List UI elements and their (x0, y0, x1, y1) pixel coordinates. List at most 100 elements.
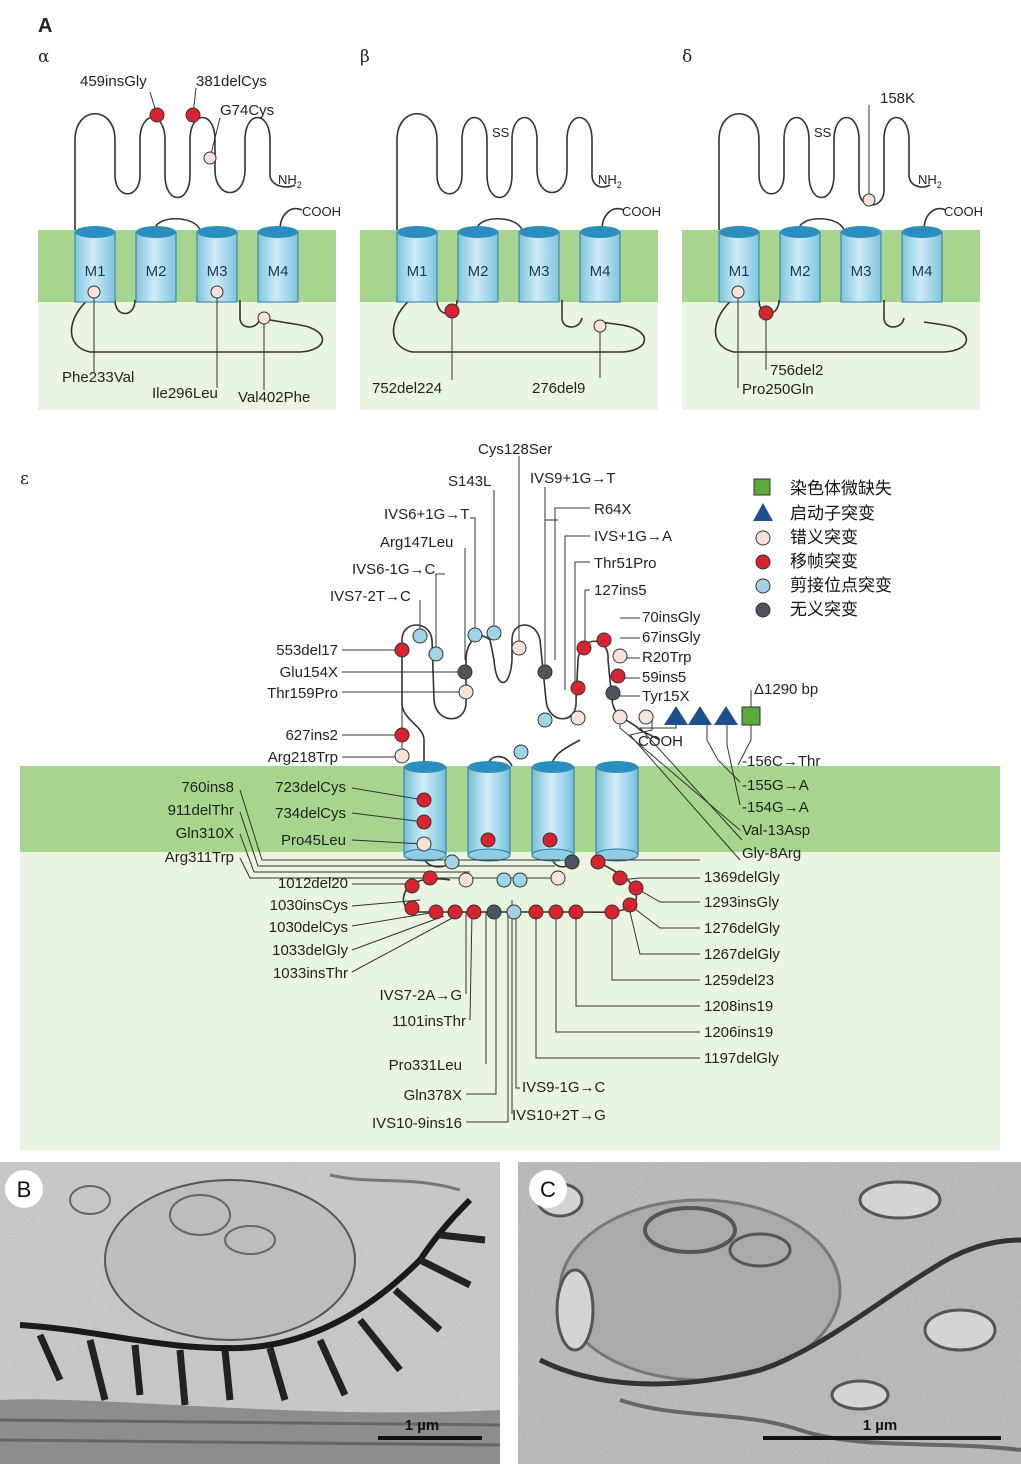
mutation-label: 1012del20 (278, 875, 348, 892)
splice-marker (513, 744, 529, 760)
alpha-missense-marker (87, 285, 101, 299)
frameshift-marker (548, 904, 564, 920)
deletion-label: Δ1290 bp (754, 681, 818, 698)
mutation-label: Arg218Trp (268, 749, 338, 766)
mutation-label: 752del224 (372, 380, 442, 397)
mutation-label: S143L (448, 473, 491, 490)
alpha-helix-m3: M3 (196, 226, 238, 303)
svg-text:M1: M1 (407, 263, 428, 280)
promoter-marker (664, 706, 688, 725)
beta-cooh-label: COOH (622, 204, 661, 219)
splice-marker (506, 904, 522, 920)
frameshift-marker (604, 904, 620, 920)
mutation-label: 911delThr (168, 802, 234, 819)
svg-text:M1: M1 (729, 263, 750, 280)
mutation-label: Arg311Trp (165, 849, 234, 866)
frameshift-marker (612, 870, 628, 886)
frameshift-marker (628, 880, 644, 896)
delta-helix-m3: M3 (840, 226, 882, 303)
svg-text:M4: M4 (912, 263, 933, 280)
mutation-label: 1033delGly (272, 942, 348, 959)
frameshift-marker (404, 878, 420, 894)
frameshift-marker (416, 792, 432, 808)
mutation-label: 723delCys (275, 779, 346, 796)
mutation-label: 158K (880, 90, 915, 107)
beta-nh2-label: NH2 (598, 172, 622, 190)
panel-b-label: B (17, 1177, 32, 1202)
promoter-marker (688, 706, 712, 725)
svg-text:M2: M2 (468, 263, 489, 280)
delta-cooh-label: COOH (944, 204, 983, 219)
legend-item-label: 启动子突变 (790, 504, 875, 524)
beta-helix-m2: M2 (457, 226, 499, 303)
missense-marker (612, 648, 628, 664)
micrograph-c: C 1 µm (518, 1162, 1021, 1464)
mutation-label: Phe233Val (62, 369, 134, 386)
missense-marker (458, 872, 474, 888)
mutation-label: Pro250Gln (742, 381, 814, 398)
legend-item-label: 剪接位点突变 (790, 576, 892, 596)
mutation-label: 1369delGly (704, 869, 780, 886)
mutation-label: 127ins5 (594, 582, 647, 599)
panel-b-badge (5, 1170, 43, 1208)
mutation-label: 1030delCys (269, 919, 348, 936)
mutation-label: Gln378X (404, 1087, 462, 1104)
alpha-nh2-label: NH2 (278, 172, 302, 190)
panel-c-label: C (540, 1177, 556, 1202)
mutation-label: 459insGly (80, 73, 147, 90)
delta-helix-m4: M4 (901, 226, 943, 303)
delta-helix-m2: M2 (779, 226, 821, 303)
beta-helix-m3: M3 (518, 226, 560, 303)
splice-marker (537, 712, 553, 728)
deletion-marker (741, 706, 761, 726)
frameshift-marker (570, 680, 586, 696)
nonsense-marker (486, 904, 502, 920)
frameshift-marker (542, 832, 558, 848)
mutation-label: 67insGly (642, 629, 701, 646)
splice-marker (486, 625, 502, 641)
alpha-helix-m2: M2 (135, 226, 177, 303)
missense-marker (511, 640, 527, 656)
alpha-missense-marker (257, 311, 271, 325)
mutation-label: R64X (594, 501, 632, 518)
mutation-label: 59ins5 (642, 669, 686, 686)
mutation-label: 1033insThr (273, 965, 348, 982)
mutation-label: R20Trp (642, 649, 691, 666)
mutation-label: 734delCys (275, 805, 346, 822)
delta-missense-marker (862, 193, 876, 207)
mutation-label: 381delCys (196, 73, 267, 90)
legend-circle-icon (755, 602, 771, 618)
frameshift-marker (590, 854, 606, 870)
nonsense-marker (537, 664, 553, 680)
legend-item-label: 无义突变 (790, 600, 858, 620)
mutation-label: Thr159Pro (267, 685, 338, 702)
mutation-label: -154G→A (742, 799, 809, 816)
svg-text:M3: M3 (529, 263, 550, 280)
nonsense-marker (457, 664, 473, 680)
alpha-frameshift-marker (149, 107, 165, 123)
legend-item-label: 错义突变 (790, 528, 858, 548)
beta-missense-marker (593, 319, 607, 333)
beta-helix-m1: M1 (396, 226, 438, 303)
delta-subunit-diagram: δ M1 M2 M3 M4 SS NH2 COOH (682, 47, 983, 410)
legend-triangle-icon (753, 503, 773, 521)
splice-marker (412, 628, 428, 644)
missense-marker (612, 709, 628, 725)
mutation-label: Cys128Ser (478, 441, 552, 458)
mutation-label: 627ins2 (285, 727, 338, 744)
legend-square-icon (753, 478, 771, 496)
mutation-label: IVS6-1G→C (352, 561, 436, 578)
mutation-label: 756del2 (770, 362, 823, 379)
svg-text:M3: M3 (207, 263, 228, 280)
mutation-label: IVS10+2T→G (512, 1107, 606, 1124)
beta-frameshift-marker (444, 303, 460, 319)
epsilon-subunit-diagram: ε COOH (20, 441, 1000, 1150)
svg-text:M1: M1 (85, 263, 106, 280)
delta-nh2-label: NH2 (918, 172, 942, 190)
alpha-missense-marker (203, 151, 217, 165)
mutation-label: -155G→A (742, 777, 809, 794)
frameshift-marker (422, 870, 438, 886)
splice-marker (444, 854, 460, 870)
scale-bar (763, 1436, 1001, 1440)
mutation-label: 1101insThr (392, 1013, 466, 1030)
